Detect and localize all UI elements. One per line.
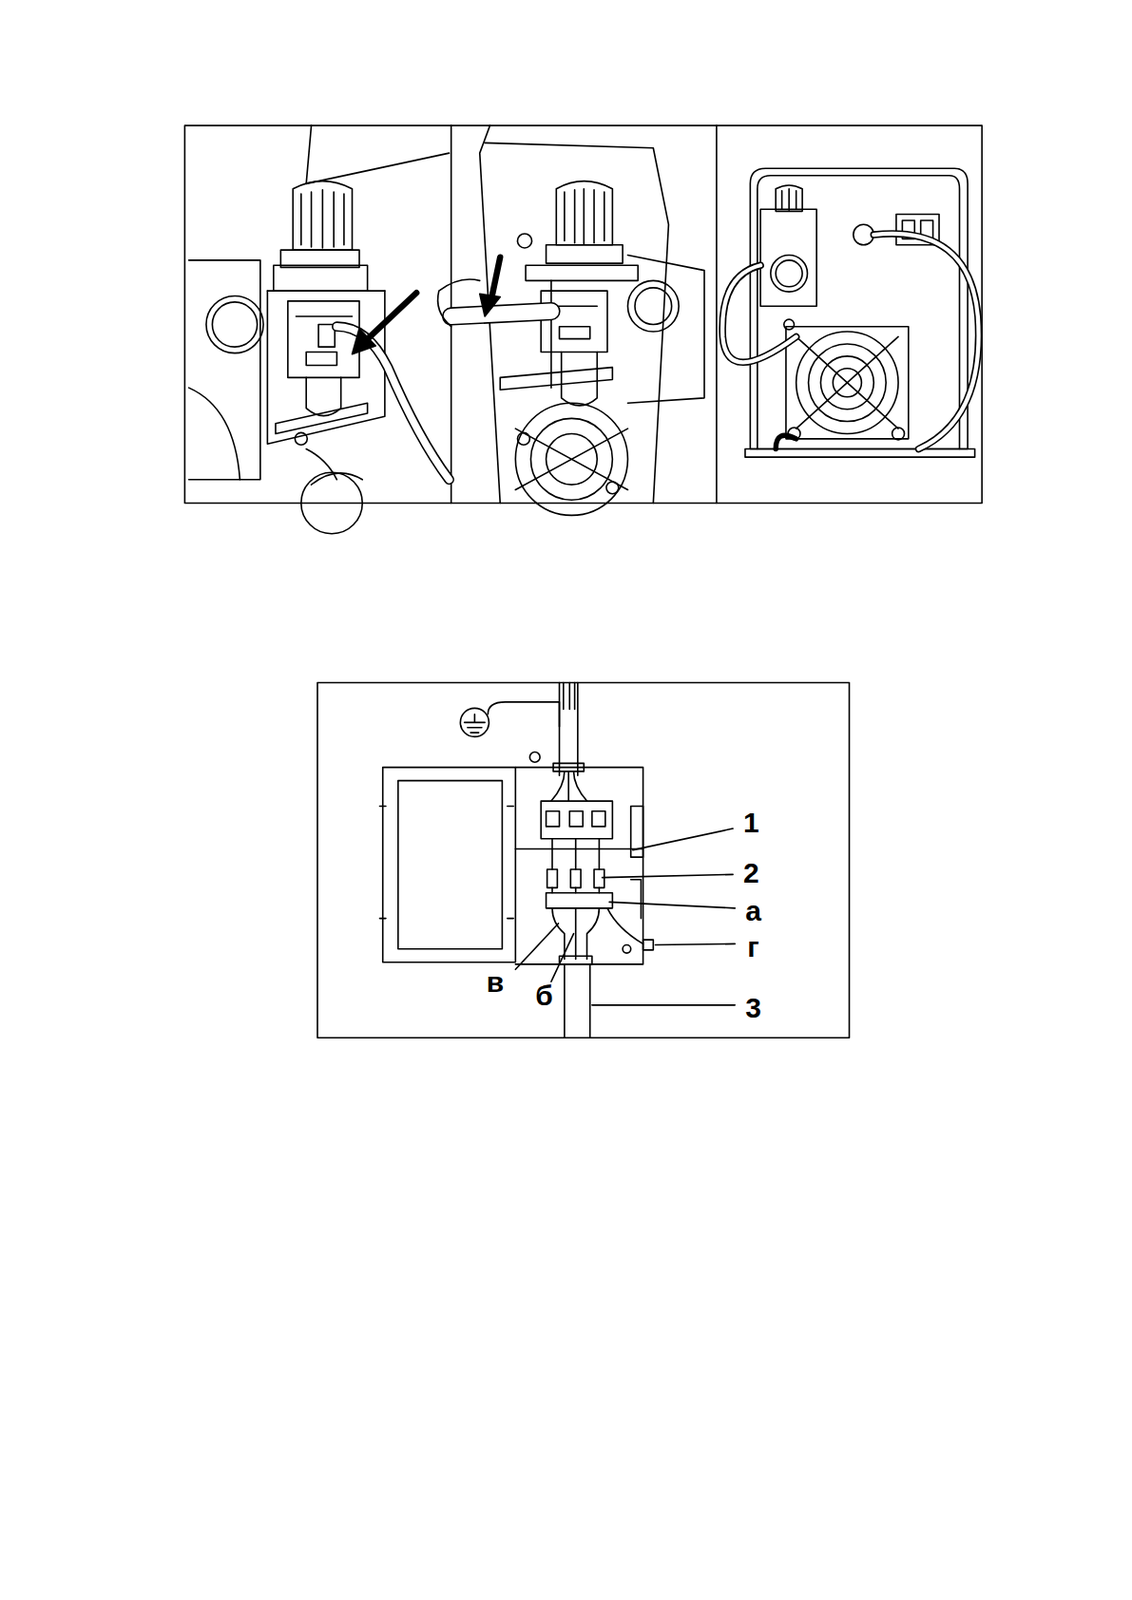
callout-label: 3 [745, 994, 762, 1023]
cabinet-door [383, 767, 517, 963]
callout-label: 1 [743, 808, 760, 838]
regulator-closeup-1 [189, 125, 450, 535]
fuse [547, 869, 605, 888]
callout-label: а [745, 897, 762, 926]
panel-frames [184, 125, 982, 503]
machine-rear-view [722, 168, 979, 458]
cabinet-body [515, 767, 643, 965]
callout-label: в [486, 968, 504, 998]
switch-block [540, 801, 613, 840]
callout-label: г [747, 933, 760, 962]
wiring-diagram [317, 682, 850, 1038]
callout-label: б [535, 981, 554, 1011]
terminal-block [546, 893, 614, 909]
callout-label: 2 [743, 859, 760, 888]
regulator-closeup-2 [438, 125, 705, 516]
ground-symbol [460, 708, 489, 737]
